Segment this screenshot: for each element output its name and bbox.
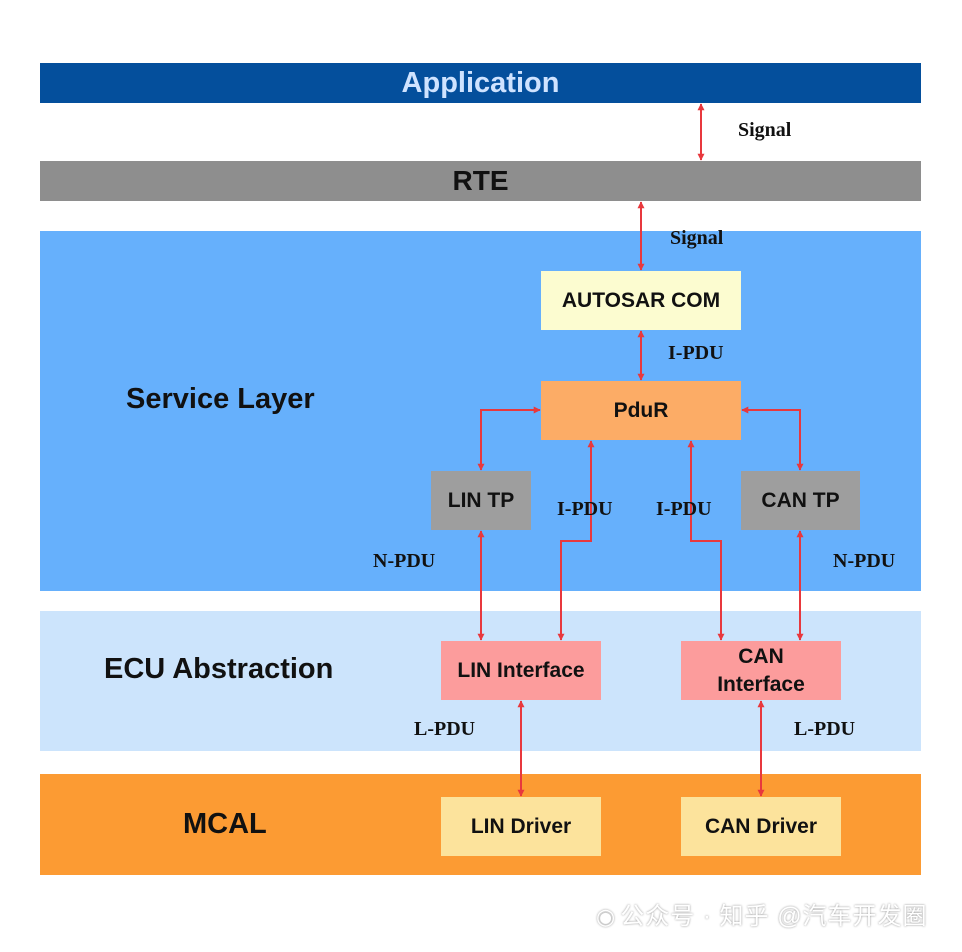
- service-layer-label: Service Layer: [126, 383, 315, 415]
- rte-layer: RTE: [40, 161, 921, 201]
- label-app-rte: Signal: [738, 119, 792, 141]
- ecu-abstraction-label: ECU Abstraction: [104, 653, 334, 685]
- arrow-pdur-cantp: [741, 406, 804, 471]
- watermark-text: 公众号 · 知乎 @汽车开发圈: [620, 903, 928, 930]
- lin-driver-box: LIN Driver: [441, 797, 601, 856]
- autosar-com-box: AUTOSAR COM: [541, 271, 741, 330]
- pdur-box: PduR: [541, 381, 741, 440]
- application-title: Application: [401, 67, 560, 99]
- lin-interface-box: LIN Interface: [441, 641, 601, 700]
- arrow-pdur-canif: [687, 440, 725, 641]
- lin-tp-label: LIN TP: [447, 488, 515, 512]
- autosar-com-label: AUTOSAR COM: [561, 288, 721, 312]
- label-canif-candrv: L-PDU: [794, 718, 856, 740]
- can-interface-label-line1: CAN: [738, 644, 784, 668]
- lin-interface-label: LIN Interface: [457, 658, 585, 682]
- can-tp-box: CAN TP: [741, 471, 860, 530]
- can-interface-label-line2: Interface: [717, 672, 805, 696]
- can-interface-box: CAN Interface: [681, 641, 841, 700]
- can-driver-box: CAN Driver: [681, 797, 841, 856]
- wechat-icon: ◉: [596, 904, 617, 929]
- label-linif-lindrv: L-PDU: [414, 718, 476, 740]
- can-driver-label: CAN Driver: [704, 814, 818, 838]
- label-lintp-linif: N-PDU: [373, 550, 436, 572]
- lin-driver-label: LIN Driver: [470, 814, 572, 838]
- arrow-pdur-lintp: [477, 406, 541, 471]
- lin-tp-box: LIN TP: [431, 471, 531, 530]
- application-layer: Application: [40, 63, 921, 103]
- label-rte-com: Signal: [670, 227, 724, 249]
- can-tp-label: CAN TP: [761, 488, 840, 512]
- can-interface-label: CAN Interface: [717, 643, 805, 699]
- rte-title: RTE: [452, 165, 509, 196]
- mcal-label: MCAL: [183, 808, 267, 840]
- label-pdur-canif: I-PDU: [656, 498, 712, 520]
- watermark: ◉公众号 · 知乎 @汽车开发圈: [596, 896, 928, 931]
- label-com-pdur: I-PDU: [668, 342, 724, 364]
- pdur-label: PduR: [613, 398, 669, 422]
- label-cantp-canif: N-PDU: [833, 550, 896, 572]
- label-pdur-linif: I-PDU: [557, 498, 613, 520]
- arrow-pdur-linif: [557, 440, 595, 641]
